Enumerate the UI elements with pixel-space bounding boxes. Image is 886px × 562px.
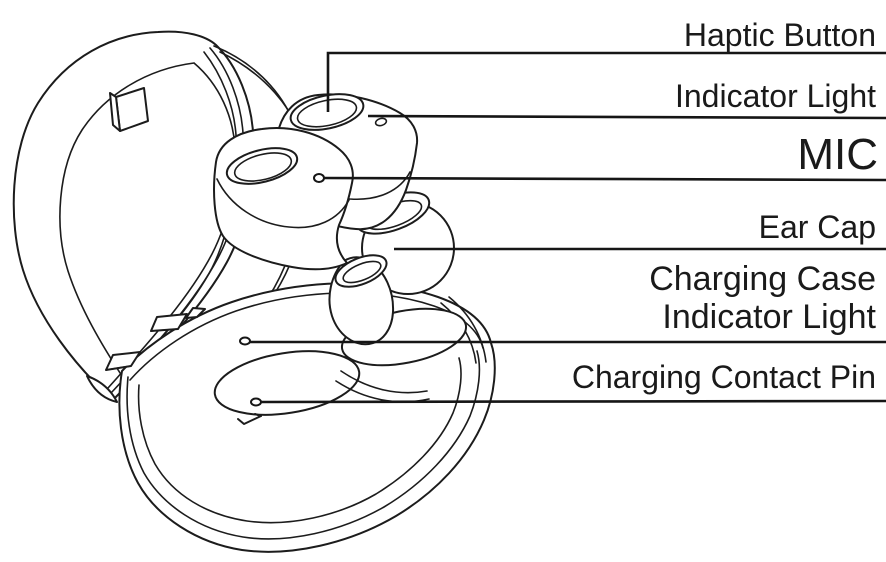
charging-case-base bbox=[105, 282, 496, 553]
callout-label-charging-case-indicator-light-line1: Charging Case bbox=[649, 260, 876, 298]
case-front-rim-line bbox=[126, 350, 481, 540]
hinge-tab-left-edge bbox=[105, 365, 132, 371]
mic-hole-dot bbox=[313, 173, 325, 183]
recess-channel-line-1 bbox=[340, 370, 428, 394]
leader-indicator-light bbox=[367, 114, 886, 120]
charging-contact-pin-mark bbox=[237, 413, 262, 425]
callout-labels: Haptic Button Indicator Light MIC Ear Ca… bbox=[572, 17, 878, 395]
front-ear-cap-collar-inner bbox=[342, 260, 382, 284]
callout-leader-lines bbox=[239, 51, 886, 407]
lid-latch-tab-side bbox=[109, 92, 121, 132]
rear-indicator-light-hole bbox=[374, 117, 388, 127]
leader-haptic-button bbox=[326, 51, 886, 112]
callout-label-charging-contact-pin: Charging Contact Pin bbox=[572, 359, 876, 395]
leader-charging-contact-pin bbox=[259, 399, 886, 404]
case-left-earbud-recess bbox=[213, 350, 361, 416]
front-ear-cap-collar bbox=[334, 254, 388, 288]
case-indicator-light-dot bbox=[239, 336, 251, 346]
callout-label-mic: MIC bbox=[797, 130, 878, 179]
leader-mic bbox=[323, 176, 886, 182]
lid-bottom-curl bbox=[86, 375, 118, 403]
hinge-tab-right-edge bbox=[150, 328, 179, 332]
front-haptic-button-ring-inner bbox=[233, 152, 293, 182]
charging-contact-pin-dot bbox=[250, 397, 262, 407]
callout-label-ear-cap: Ear Cap bbox=[759, 209, 876, 245]
earbud-front bbox=[213, 127, 395, 346]
case-right-rim-line bbox=[448, 296, 487, 363]
front-earbud-face-edge bbox=[216, 178, 350, 229]
rear-haptic-button-ring-inner bbox=[296, 98, 358, 128]
callout-label-charging-case-indicator-light-line2: Indicator Light bbox=[662, 298, 876, 336]
case-floor-edge-line bbox=[137, 357, 462, 524]
hinge-notch bbox=[185, 307, 206, 319]
callout-label-indicator-light: Indicator Light bbox=[675, 78, 876, 114]
callout-label-haptic-button: Haptic Button bbox=[684, 17, 876, 53]
